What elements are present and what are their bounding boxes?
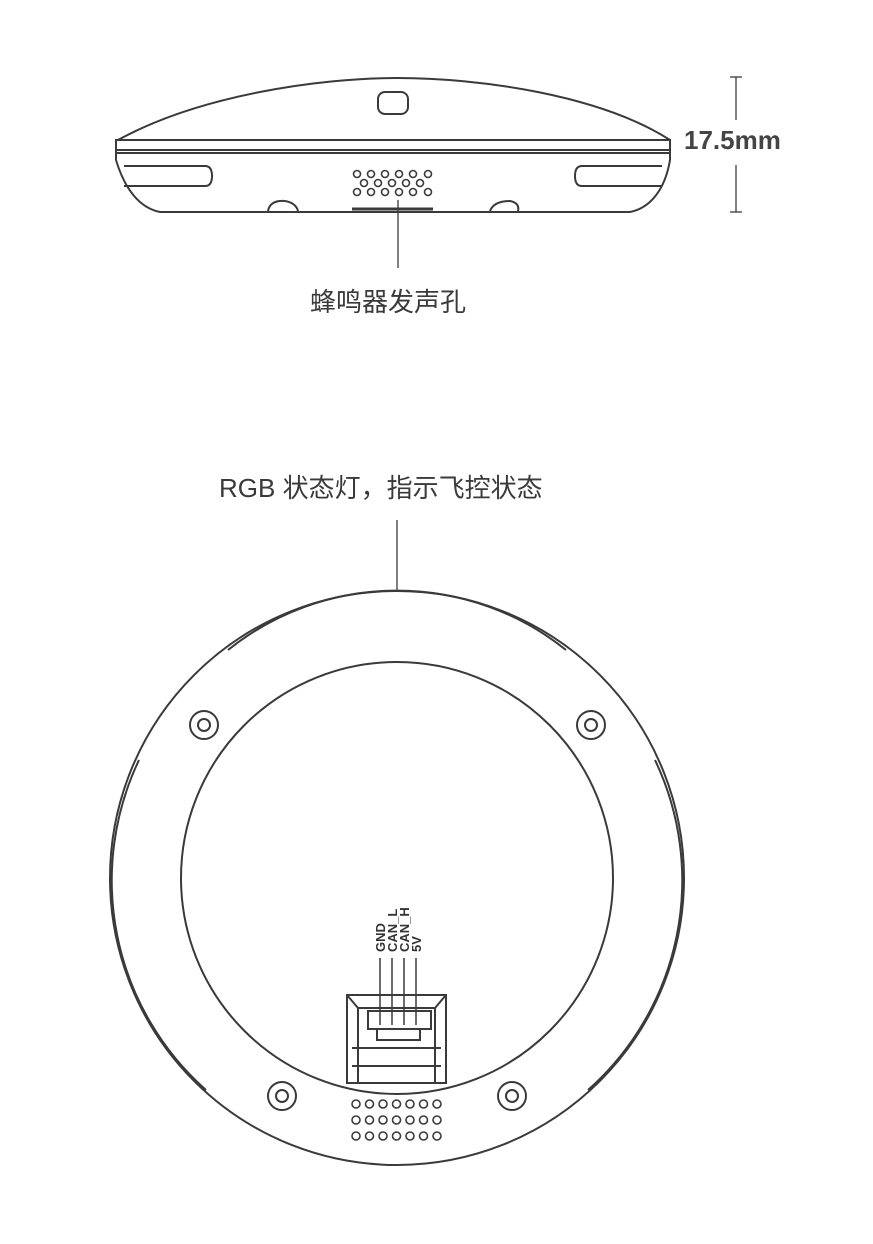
speaker-hole	[364, 1115, 375, 1125]
buzzer-holes	[352, 169, 433, 211]
speaker-hole	[418, 1115, 429, 1125]
pin-label-can-l: CAN_L	[385, 909, 400, 952]
side-view	[115, 76, 742, 268]
speaker-hole	[364, 1099, 375, 1109]
buzzer-hole-label: 蜂鸣器发声孔	[310, 287, 467, 317]
can-connector	[346, 958, 447, 1084]
speaker-hole	[378, 1131, 388, 1141]
speaker-hole	[432, 1131, 442, 1141]
speaker-hole	[391, 1131, 402, 1141]
speaker-hole	[351, 1099, 361, 1109]
speaker-hole	[405, 1131, 415, 1141]
speaker-holes	[351, 1099, 442, 1141]
speaker-hole	[391, 1099, 402, 1109]
rgb-light-bump	[377, 91, 409, 115]
height-dimension-line	[730, 76, 742, 213]
bottom-view: GND CAN_L CAN_H 5V	[109, 520, 685, 1166]
height-dimension-label: 17.5mm	[684, 125, 781, 155]
speaker-hole	[378, 1099, 388, 1109]
speaker-hole	[405, 1115, 415, 1125]
speaker-hole	[364, 1131, 375, 1141]
speaker-hole	[378, 1115, 388, 1125]
speaker-hole	[391, 1115, 402, 1125]
screw-holes	[189, 710, 606, 1111]
speaker-hole	[432, 1099, 442, 1109]
pin-label-gnd: GND	[373, 923, 388, 952]
speaker-hole	[432, 1115, 442, 1125]
speaker-hole	[418, 1131, 429, 1141]
pin-label-5v: 5V	[409, 936, 424, 952]
pin-labels: GND CAN_L CAN_H 5V	[373, 907, 424, 952]
speaker-hole	[351, 1131, 361, 1141]
speaker-hole	[418, 1099, 429, 1109]
inner-plate	[180, 661, 614, 1095]
left-slot	[124, 165, 214, 187]
pin-label-can-h: CAN_H	[397, 907, 412, 952]
speaker-hole	[405, 1099, 415, 1109]
speaker-hole	[351, 1115, 361, 1125]
right-slot	[573, 165, 662, 187]
rgb-light-label: RGB 状态灯，指示飞控状态	[219, 473, 543, 503]
